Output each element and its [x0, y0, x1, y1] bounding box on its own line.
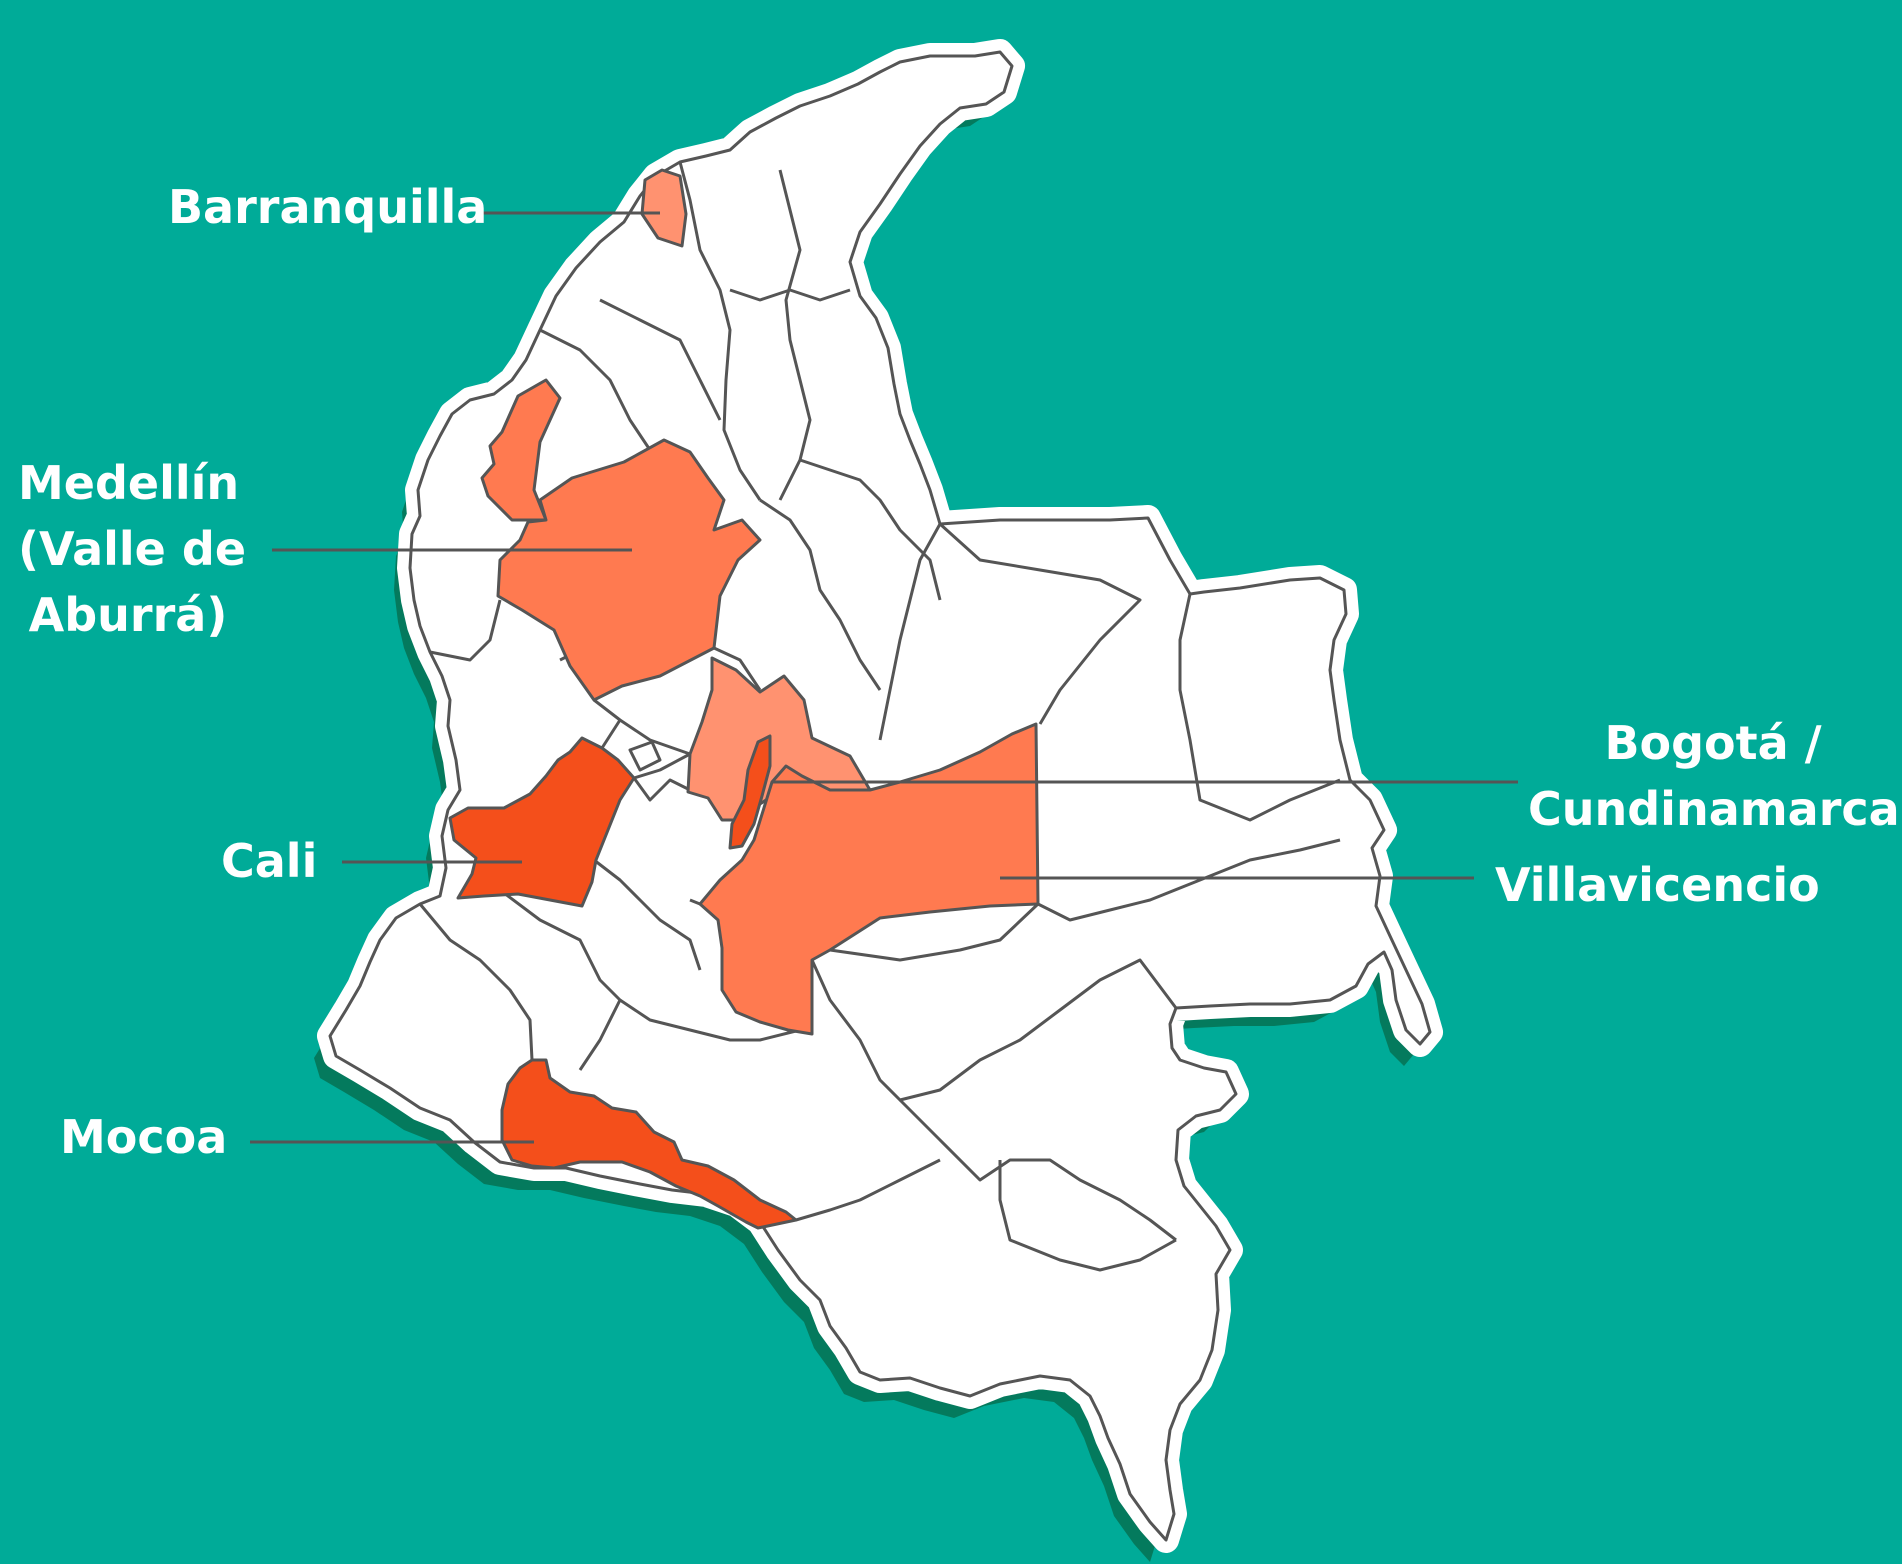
label-barranquilla: Barranquilla — [168, 174, 487, 240]
department-border — [998, 1160, 1177, 1272]
region-meta[interactable] — [698, 722, 1040, 1036]
department-border — [499, 888, 622, 1071]
department-border — [795, 1158, 941, 1222]
department-border — [759, 498, 882, 691]
leader-lines — [250, 211, 1518, 1144]
label-medellin-line1: Medellín — [18, 456, 240, 510]
department-border — [429, 599, 502, 662]
highlighted-departments — [448, 168, 1040, 1230]
label-cali-line1: Cali — [221, 834, 318, 888]
department-border — [829, 902, 1040, 962]
department-border — [1178, 593, 1341, 822]
label-bogota-line2: Cundinamarca — [1528, 782, 1900, 836]
label-barranquilla-line1: Barranquilla — [168, 180, 488, 234]
label-bogota-line1: Bogotá / — [1604, 716, 1822, 770]
department-border — [878, 523, 942, 741]
department-border — [593, 858, 702, 971]
department-border — [1037, 838, 1341, 922]
department-border — [619, 998, 801, 1042]
label-mocoa-line1: Mocoa — [60, 1110, 228, 1164]
label-medellin: Medellín (Valle de Aburrá) — [18, 450, 247, 648]
department-border — [778, 169, 812, 501]
region-putumayo[interactable] — [500, 1058, 798, 1230]
label-medellin-line3: Aburrá) — [28, 588, 228, 642]
department-border — [599, 298, 722, 421]
department-border — [633, 752, 691, 780]
label-bogota: Bogotá / Cundinamarca — [1528, 710, 1900, 842]
region-cordoba[interactable] — [480, 378, 562, 522]
department-border — [689, 898, 701, 906]
department-border — [810, 958, 1178, 1102]
department-border — [632, 777, 691, 802]
region-atlantico[interactable] — [640, 168, 688, 248]
department-border — [418, 903, 534, 1061]
department-border — [600, 719, 622, 749]
label-medellin-line2: (Valle de — [18, 522, 247, 576]
region-antioquia[interactable] — [496, 438, 762, 702]
department-border — [799, 458, 942, 601]
label-villavicencio: Villavicencio — [1495, 852, 1820, 918]
department-border — [898, 1098, 1177, 1242]
department-border — [729, 288, 851, 302]
department-border — [713, 646, 762, 691]
label-cali: Cali — [221, 828, 317, 894]
label-mocoa: Mocoa — [60, 1104, 227, 1170]
department-border — [593, 698, 691, 756]
department-border — [628, 740, 662, 772]
region-valle-del-cauca[interactable] — [448, 736, 636, 908]
department-borders — [418, 161, 1341, 1272]
region-bogota[interactable] — [728, 734, 772, 850]
label-villavicencio-line1: Villavicencio — [1495, 858, 1820, 912]
department-border — [539, 328, 652, 451]
department-border — [678, 161, 762, 501]
department-border — [938, 522, 1142, 725]
